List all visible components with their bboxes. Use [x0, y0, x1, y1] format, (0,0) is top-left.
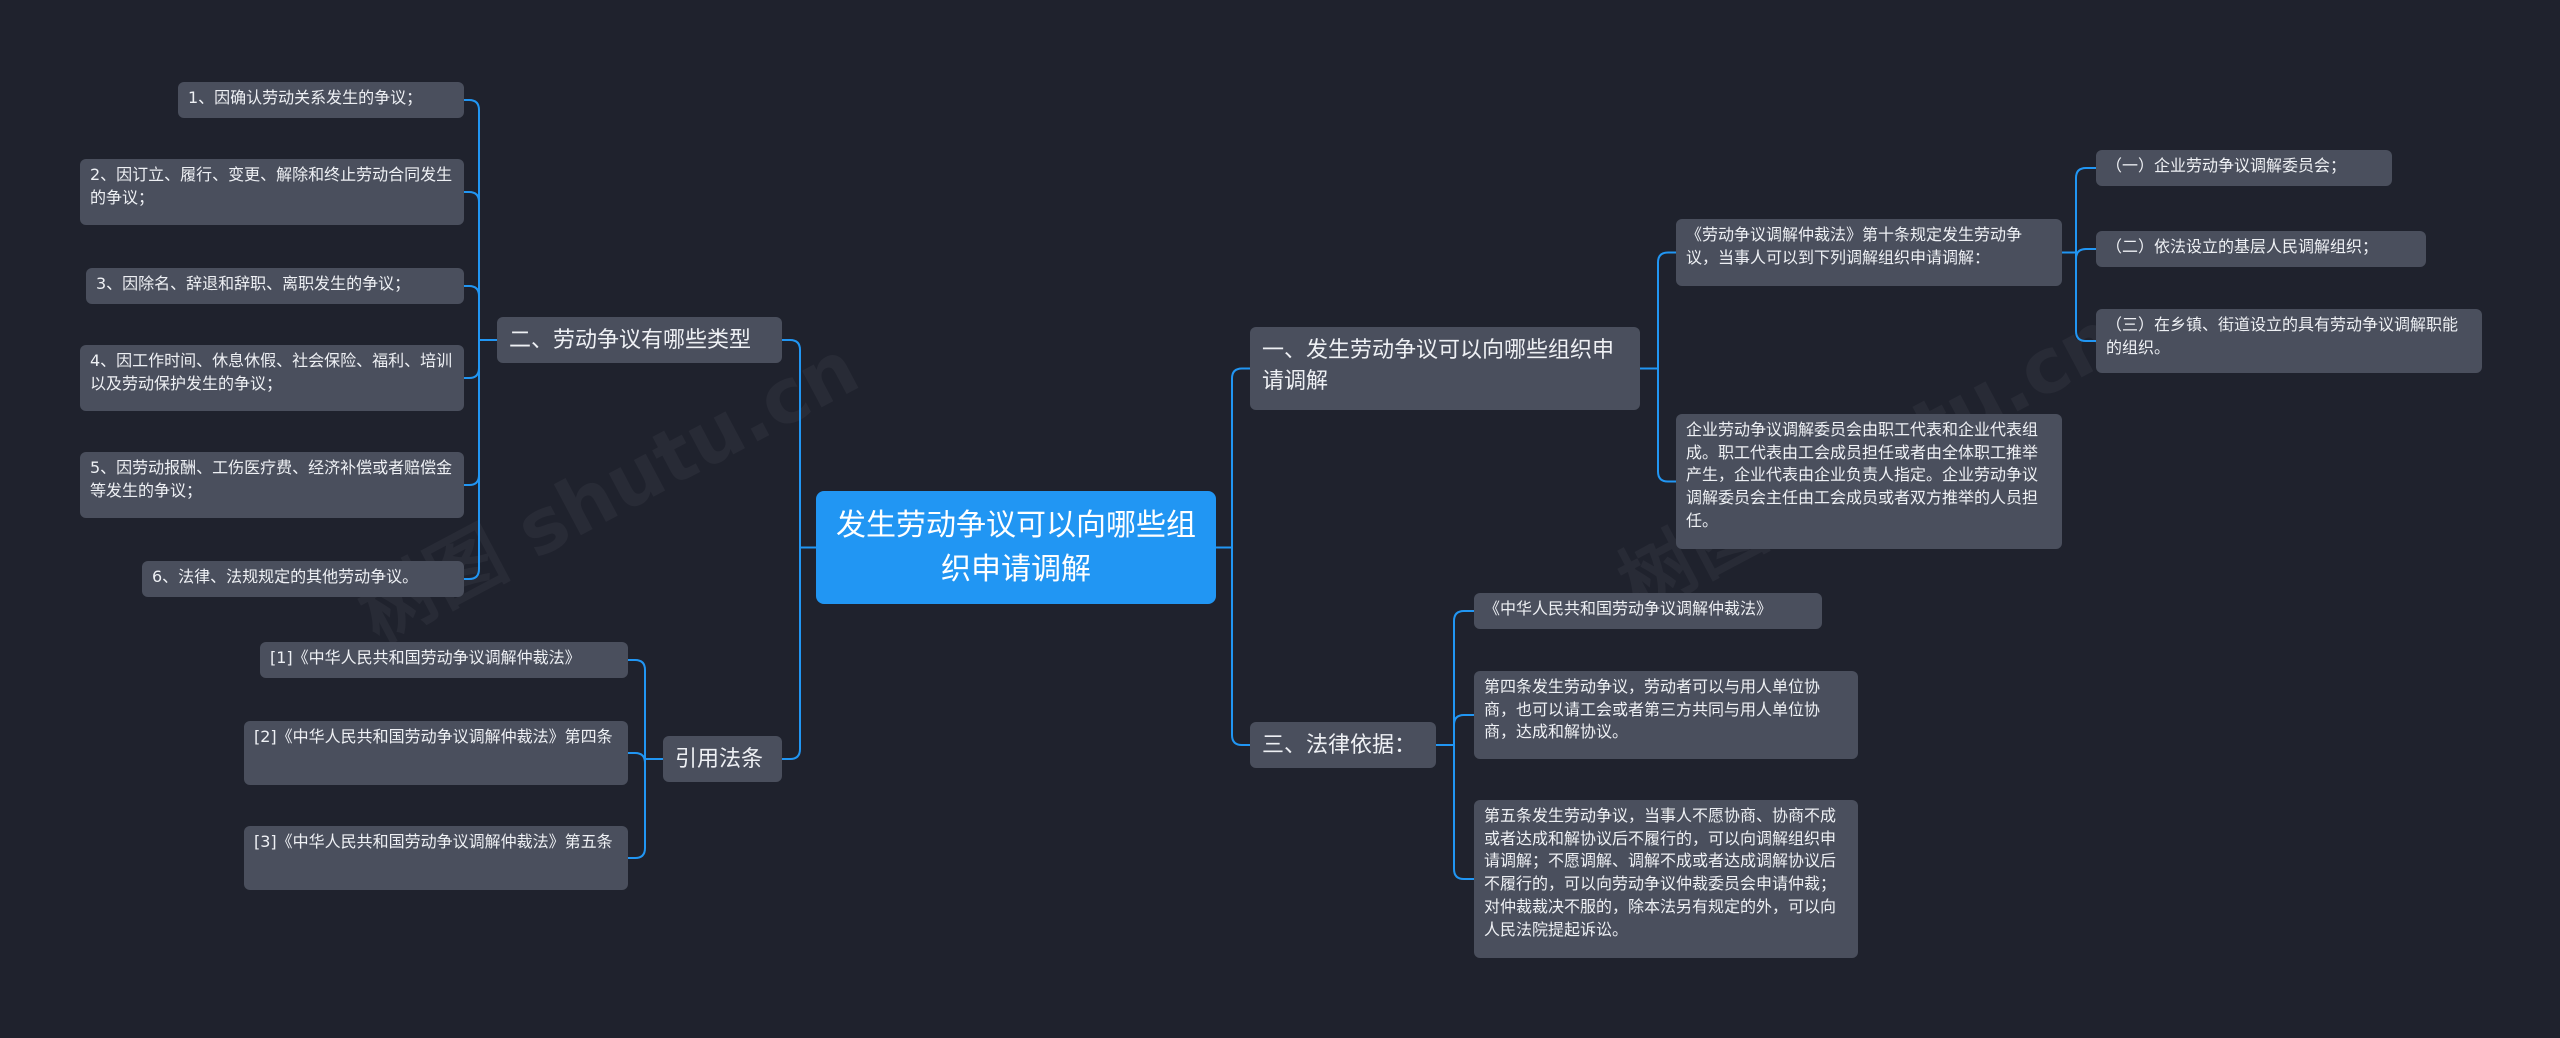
connector-branch-types-type-item-5 — [464, 339, 497, 486]
basis-article4-node[interactable]: 第四条发生劳动争议，劳动者可以与用人单位协商，也可以请工会或者第三方共同与用人单… — [1474, 671, 1858, 759]
cite-item-2[interactable]: [2]《中华人民共和国劳动争议调解仲裁法》第四条 — [244, 721, 628, 785]
branch-types[interactable]: 二、劳动争议有哪些类型 — [497, 317, 782, 363]
connector-branch-basis-basis-article4-node — [1436, 714, 1474, 746]
connector-root-topic-branch-cite — [782, 546, 816, 760]
connector-branch-types-type-item-1 — [464, 99, 497, 341]
org-committee-node[interactable]: 企业劳动争议调解委员会由职工代表和企业代表组成。职工代表由工会成员担任或者由全体… — [1676, 414, 2062, 549]
basis-article5-node[interactable]: 第五条发生劳动争议，当事人不愿协商、协商不成或者达成和解协议后不履行的，可以向调… — [1474, 800, 1858, 958]
cite-item-1[interactable]: [1]《中华人民共和国劳动争议调解仲裁法》 — [260, 642, 628, 678]
org-item-1[interactable]: （一）企业劳动争议调解委员会； — [2096, 150, 2392, 186]
connector-org-intro-node-org-item-1 — [2062, 167, 2096, 254]
basis-law-node[interactable]: 《中华人民共和国劳动争议调解仲裁法》 — [1474, 593, 1822, 629]
connector-branch-cite-cite-item-3 — [628, 758, 663, 859]
connector-branch-types-type-item-4 — [464, 339, 497, 379]
branch-basis[interactable]: 三、法律依据： — [1250, 722, 1436, 768]
type-item-3[interactable]: 3、因除名、辞退和辞职、离职发生的争议； — [86, 268, 464, 304]
connector-branch-basis-basis-article5-node — [1436, 744, 1474, 880]
connector-org-intro-node-org-item-2 — [2062, 248, 2096, 260]
type-item-1[interactable]: 1、因确认劳动关系发生的争议； — [178, 82, 464, 118]
branch-cite[interactable]: 引用法条 — [663, 736, 782, 782]
branch-org[interactable]: 一、发生劳动争议可以向哪些组织申请调解 — [1250, 327, 1640, 410]
type-item-4[interactable]: 4、因工作时间、休息休假、社会保险、福利、培训以及劳动保护发生的争议； — [80, 345, 464, 411]
type-item-6[interactable]: 6、法律、法规规定的其他劳动争议。 — [142, 561, 464, 597]
connector-root-topic-branch-basis — [1216, 546, 1250, 746]
cite-item-3[interactable]: [3]《中华人民共和国劳动争议调解仲裁法》第五条 — [244, 826, 628, 890]
org-item-2[interactable]: （二）依法设立的基层人民调解组织； — [2096, 231, 2426, 267]
connector-branch-cite-cite-item-1 — [628, 659, 663, 760]
connector-branch-types-type-item-6 — [464, 339, 497, 580]
org-item-3[interactable]: （三）在乡镇、街道设立的具有劳动争议调解职能的组织。 — [2096, 309, 2482, 373]
root-topic[interactable]: 发生劳动争议可以向哪些组织申请调解 — [816, 491, 1216, 604]
org-intro-node[interactable]: 《劳动争议调解仲裁法》第十条规定发生劳动争议，当事人可以到下列调解组织申请调解： — [1676, 219, 2062, 286]
connector-branch-types-type-item-3 — [464, 285, 497, 341]
type-item-2[interactable]: 2、因订立、履行、变更、解除和终止劳动合同发生的争议； — [80, 159, 464, 225]
connector-root-topic-branch-types — [782, 339, 816, 549]
connector-org-intro-node-org-item-3 — [2062, 251, 2096, 342]
connector-root-topic-branch-org — [1216, 367, 1250, 550]
connector-branch-org-org-committee-node — [1640, 367, 1676, 483]
connector-branch-org-org-intro-node — [1640, 251, 1676, 370]
connector-branch-types-type-item-2 — [464, 191, 497, 341]
type-item-5[interactable]: 5、因劳动报酬、工伤医疗费、经济补偿或者赔偿金等发生的争议； — [80, 452, 464, 518]
